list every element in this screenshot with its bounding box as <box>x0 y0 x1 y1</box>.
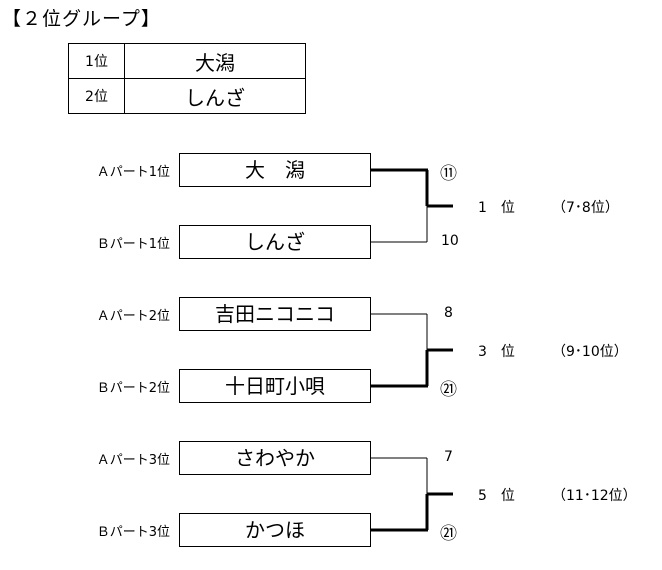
score: 8 <box>444 305 453 321</box>
team-box: 十日町小唄 <box>179 369 371 403</box>
part-label: Ｂパート1位 <box>96 237 170 252</box>
place-range: （11･12位） <box>552 488 637 504</box>
place-range: （7･8位） <box>552 200 619 216</box>
part-label: Ａパート2位 <box>96 309 170 324</box>
score-winner: ⑪ <box>440 164 457 184</box>
score-winner: ㉑ <box>440 380 457 400</box>
score-winner: ㉑ <box>440 524 457 544</box>
place-label: 3 位 <box>478 344 515 360</box>
team-cell: 大潟 <box>124 43 306 79</box>
team-box: さわやか <box>179 441 371 475</box>
table-row: 2位 しんざ <box>68 78 306 114</box>
score: 10 <box>441 233 459 249</box>
place-range: （9･10位） <box>552 344 628 360</box>
rank-cell: 1位 <box>68 43 125 79</box>
bracket-match-3-lines <box>371 457 453 532</box>
part-label: Ａパート1位 <box>96 165 170 180</box>
results-table: 1位 大潟 2位 しんざ <box>68 43 306 114</box>
place-label: 1 位 <box>478 200 515 216</box>
team-cell: しんざ <box>124 78 306 114</box>
bracket-match-2-lines <box>371 313 453 388</box>
score: 7 <box>444 449 453 465</box>
table-row: 1位 大潟 <box>68 43 306 79</box>
bracket-match-1-lines <box>371 168 453 243</box>
page-title: 【２位グループ】 <box>2 8 161 30</box>
rank-cell: 2位 <box>68 78 125 114</box>
team-box: しんざ <box>179 225 371 259</box>
team-box: 吉田ニコニコ <box>179 297 371 331</box>
part-label: Ａパート3位 <box>96 453 170 468</box>
place-label: 5 位 <box>478 488 515 504</box>
team-box: 大 潟 <box>179 153 371 187</box>
part-label: Ｂパート3位 <box>96 525 170 540</box>
team-box: かつほ <box>179 513 371 547</box>
part-label: Ｂパート2位 <box>96 381 170 396</box>
